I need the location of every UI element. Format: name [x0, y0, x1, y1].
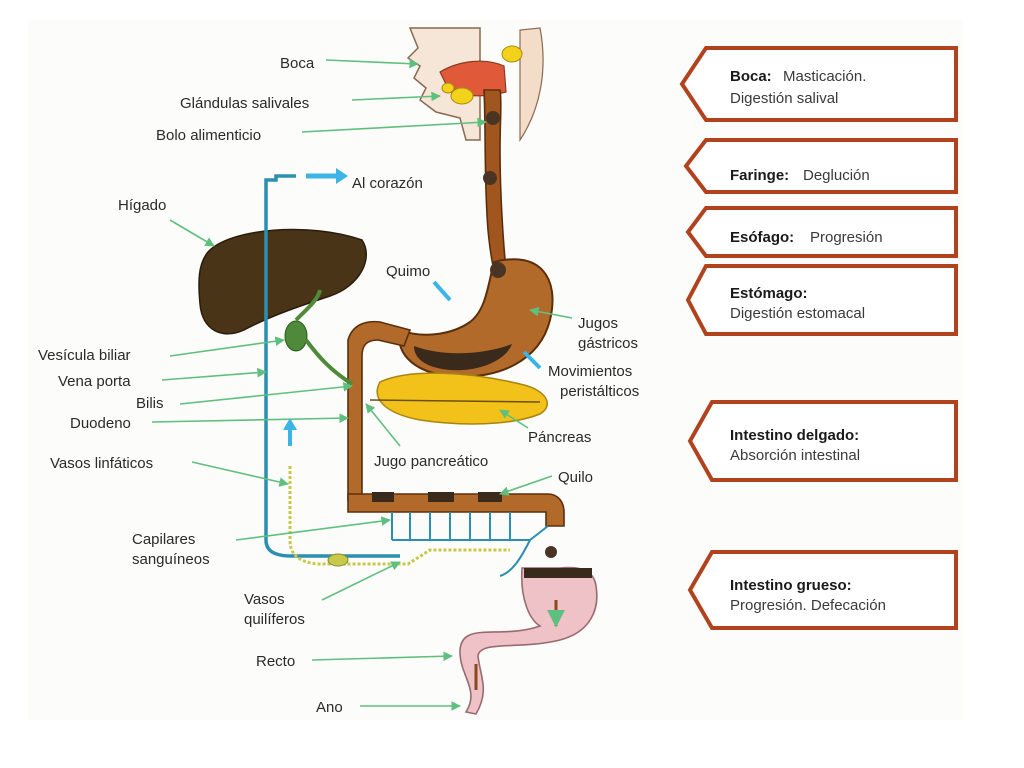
tag-intestino-delgado-title: Intestino delgado:: [730, 427, 859, 444]
intestine-bolus-3: [478, 492, 502, 502]
salivary-gland-small: [441, 82, 455, 94]
label-capilares-1: Capilares: [132, 531, 195, 548]
bolus-2: [483, 171, 497, 185]
bolus-1: [486, 111, 500, 125]
label-quimo: Quimo: [386, 263, 430, 280]
intestine-bolus-1: [372, 492, 394, 502]
label-recto: Recto: [256, 653, 295, 670]
tag-faringe-text1: Deglución: [803, 167, 870, 184]
stomach: [398, 258, 554, 378]
large-intestine: [459, 566, 598, 715]
label-quiliferos-2: quilíferos: [244, 611, 305, 628]
anatomy-illustration: [198, 27, 598, 715]
tag-faringe: Faringe: Deglución: [683, 138, 958, 194]
tag-esofago-title: Esófago:: [730, 229, 794, 246]
capillary-network: [391, 512, 549, 541]
tag-faringe-title: Faringe:: [730, 167, 789, 184]
tag-intestino-grueso: Intestino grueso: Progresión. Defecación: [687, 550, 958, 630]
label-capilares-2: sanguíneos: [132, 551, 210, 568]
lymphatic-vessel: [288, 466, 510, 566]
bolus-4: [545, 546, 557, 558]
tag-esofago-text1: Progresión: [810, 229, 883, 246]
tag-intestino-delgado-text2: Absorción intestinal: [730, 447, 860, 464]
label-movimientos-1: Movimientos: [548, 363, 632, 380]
tag-estomago-text2: Digestión estomacal: [730, 305, 865, 322]
tag-intestino-grueso-title: Intestino grueso:: [730, 577, 852, 594]
lymph-up-arrow-head: [283, 418, 297, 430]
neck-back: [519, 27, 544, 142]
tag-estomago-title: Estómago:: [730, 285, 808, 302]
label-quilo: Quilo: [558, 469, 593, 486]
duodenum: [347, 320, 412, 501]
label-vesicula-biliar: Vesícula biliar: [38, 347, 131, 364]
label-glandulas-salivales: Glándulas salivales: [180, 95, 309, 112]
tag-intestino-grueso-text2: Progresión. Defecación: [730, 597, 886, 614]
small-intestine: [347, 493, 565, 527]
venous-return: [499, 539, 531, 577]
tag-intestino-delgado: Intestino delgado: Absorción intestinal: [687, 400, 958, 482]
tag-boca-title: Boca:: [730, 68, 772, 85]
tag-boca-text2: Digestión salival: [730, 90, 838, 107]
function-tags: Boca: Masticación. Digestión salival Far…: [679, 46, 958, 630]
bolus-3: [490, 262, 506, 278]
label-pancreas: Páncreas: [528, 429, 591, 446]
tag-boca-text1: Masticación.: [783, 68, 866, 85]
label-ano: Ano: [316, 699, 343, 716]
colon-contents: [524, 568, 592, 578]
intestine-bolus-2: [428, 492, 454, 502]
lymph-node: [327, 553, 349, 567]
tag-esofago: Esófago: Progresión: [685, 206, 958, 258]
label-jugo-pancreatico: Jugo pancreático: [374, 453, 488, 470]
label-al-corazon: Al corazón: [352, 175, 423, 192]
bile-duct: [294, 289, 354, 386]
label-jugos-1: Jugos: [578, 315, 618, 332]
stomach-contents: [414, 344, 512, 371]
label-boca: Boca: [280, 55, 315, 72]
salivary-gland-bottom: [450, 87, 474, 105]
label-movimientos-2: peristálticos: [560, 383, 639, 400]
portal-vein: [264, 174, 400, 558]
gallbladder: [284, 320, 308, 352]
label-jugos-2: gástricos: [578, 335, 638, 352]
leader-lines: [151, 58, 573, 711]
label-bolo-alimenticio: Bolo alimenticio: [156, 127, 261, 144]
label-duodeno: Duodeno: [70, 415, 131, 432]
quimo-arrow: [432, 280, 452, 302]
peristaltic-arrow: [522, 350, 542, 370]
tag-estomago: Estómago: Digestión estomacal: [685, 264, 958, 336]
heart-arrow-head: [336, 168, 348, 184]
organ-labels: Boca Glándulas salivales Bolo alimentici…: [38, 55, 639, 716]
label-higado: Hígado: [118, 197, 166, 214]
label-vasos-linfaticos: Vasos linfáticos: [50, 455, 153, 472]
salivary-gland-top: [501, 45, 523, 63]
tag-boca: Boca: Masticación. Digestión salival: [679, 46, 958, 122]
label-bilis: Bilis: [136, 395, 164, 412]
pancreatic-duct: [369, 399, 541, 403]
label-quiliferos-1: Vasos: [244, 591, 285, 608]
label-vena-porta: Vena porta: [58, 373, 131, 390]
